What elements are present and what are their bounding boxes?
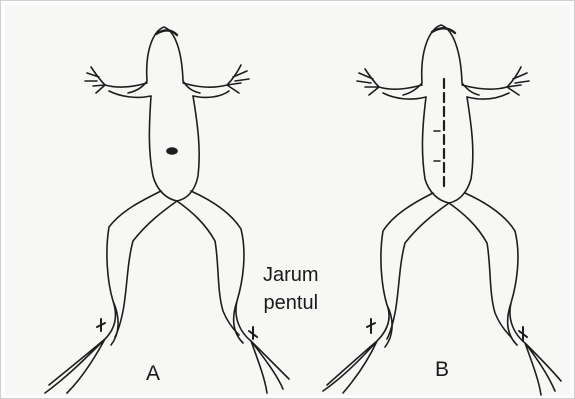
label-pin-line1: Jarum bbox=[263, 261, 319, 289]
label-frog-b: B bbox=[435, 358, 449, 382]
frog-a-sketch bbox=[45, 27, 289, 393]
label-pin-line2: pentul bbox=[263, 289, 319, 317]
label-pin: Jarum pentul bbox=[263, 261, 319, 317]
label-frog-a: A bbox=[146, 362, 160, 386]
frog-b-sketch bbox=[323, 25, 561, 395]
